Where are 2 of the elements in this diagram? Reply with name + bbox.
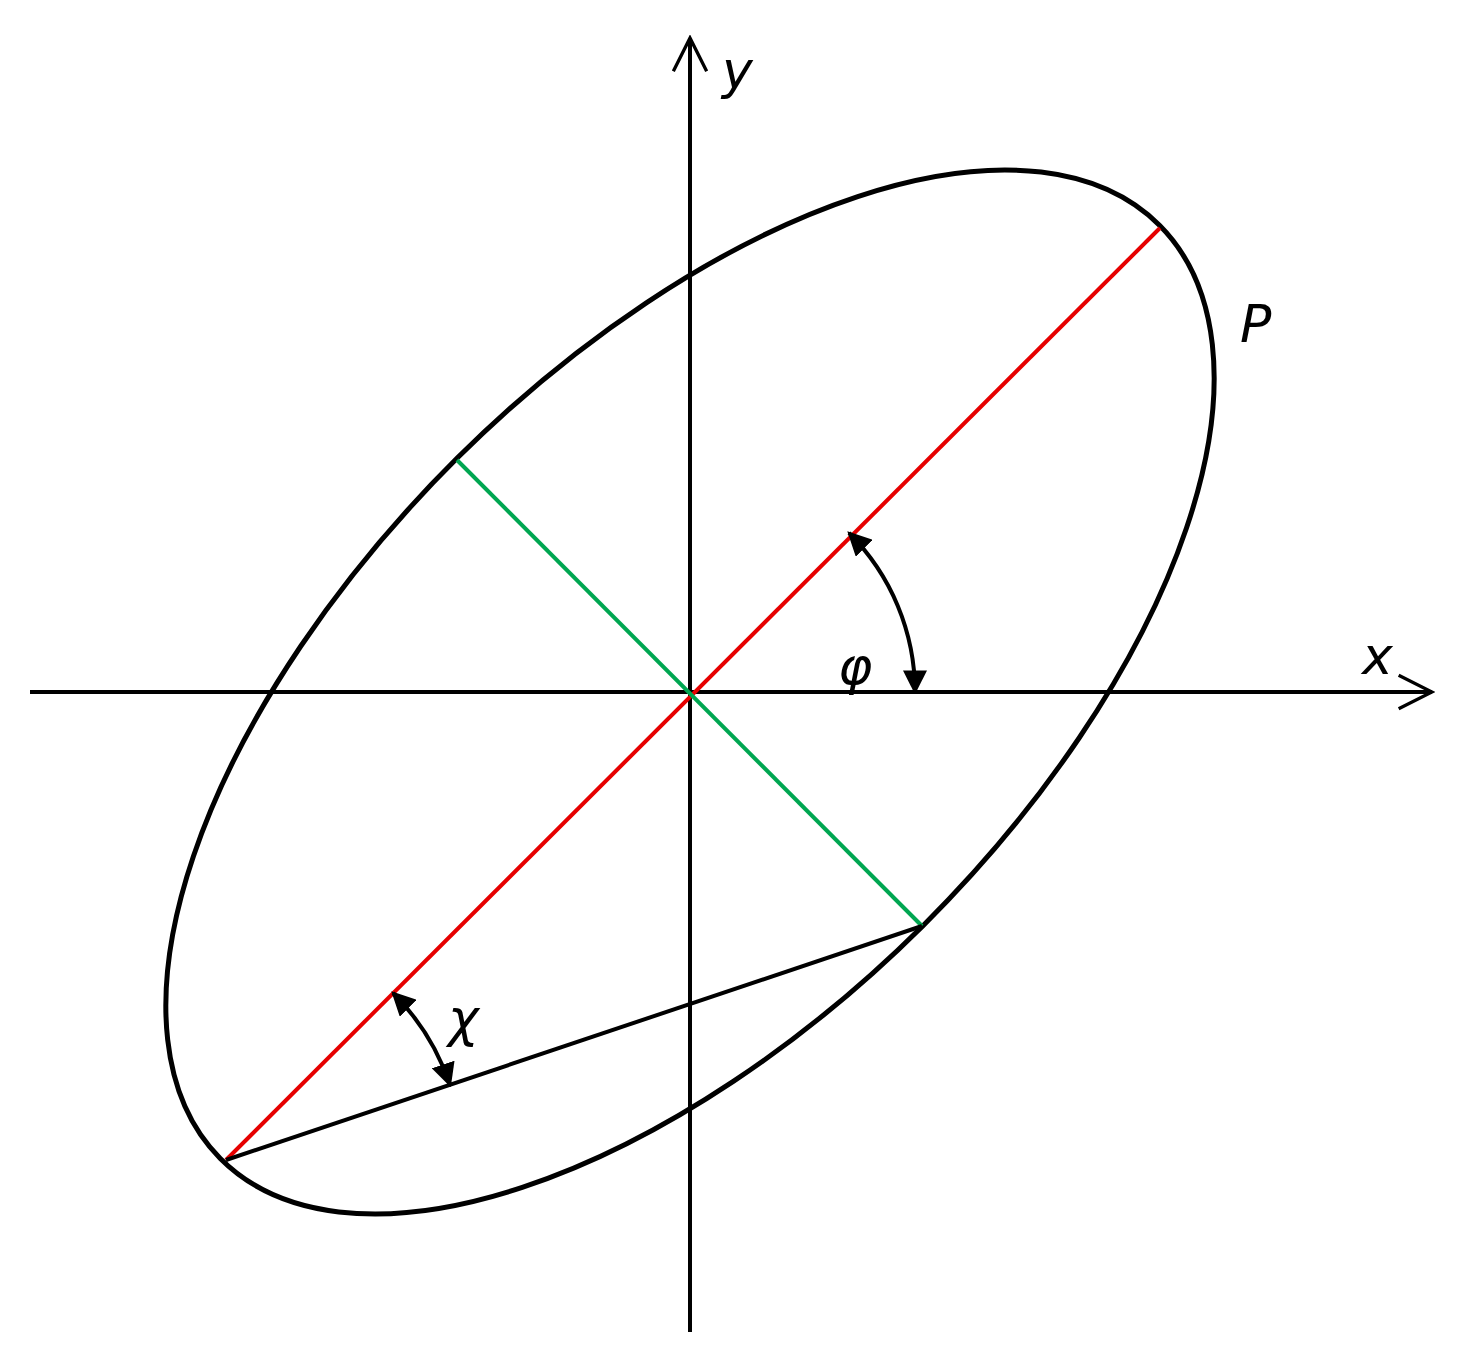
curve-label: P xyxy=(1240,298,1272,350)
axis-label: x xyxy=(1362,630,1393,682)
